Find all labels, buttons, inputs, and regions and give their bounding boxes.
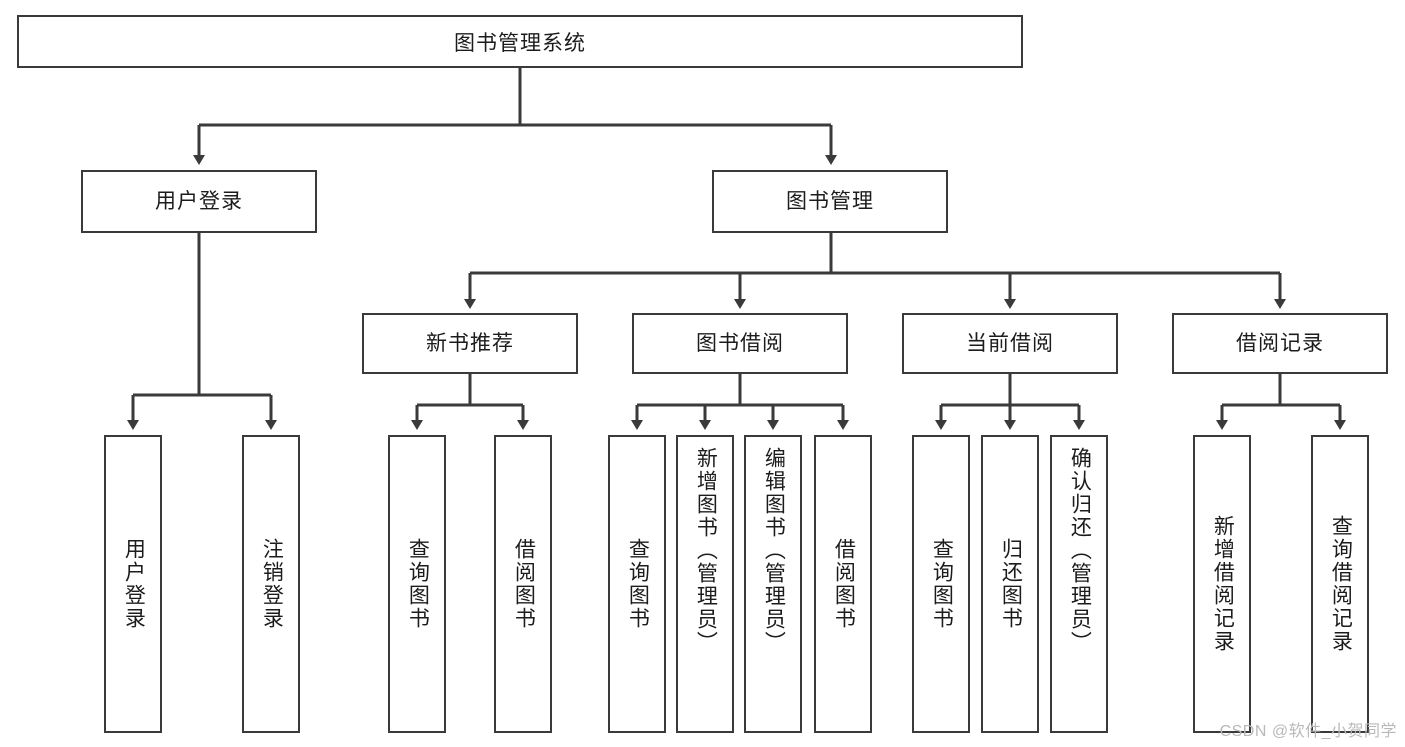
leaf-label: 新增借阅记录 [1211, 515, 1235, 653]
leaf-label: 查询图书 [626, 538, 650, 630]
leaf-label: 借阅图书 [512, 538, 536, 630]
node-user-login[interactable]: 用户登录 [81, 170, 317, 233]
leaf-label: 新增图书（管理员） [694, 447, 718, 654]
leaf-book-borrow-borrow-book[interactable]: 借阅图书 [814, 435, 872, 733]
leaf-borrow-record-add-record[interactable]: 新增借阅记录 [1193, 435, 1251, 733]
leaf-label: 查询图书 [406, 538, 430, 630]
leaf-label: 查询图书 [930, 538, 954, 630]
leaf-label: 查询借阅记录 [1329, 515, 1353, 653]
node-user-login-label: 用户登录 [155, 189, 243, 213]
leaf-label: 编辑图书（管理员） [762, 447, 786, 654]
leaf-book-borrow-add-book-admin[interactable]: 新增图书（管理员） [676, 435, 734, 733]
node-book-borrow[interactable]: 图书借阅 [632, 313, 848, 374]
node-book-management-label: 图书管理 [786, 189, 874, 213]
node-new-book-recommend-label: 新书推荐 [426, 331, 514, 355]
node-borrow-record[interactable]: 借阅记录 [1172, 313, 1388, 374]
leaf-label: 确认归还（管理员） [1068, 447, 1092, 654]
leaf-current-borrow-confirm-return-admin[interactable]: 确认归还（管理员） [1050, 435, 1108, 733]
node-new-book-recommend[interactable]: 新书推荐 [362, 313, 578, 374]
node-current-borrow-label: 当前借阅 [966, 331, 1054, 355]
leaf-new-book-query-book[interactable]: 查询图书 [388, 435, 446, 733]
leaf-book-borrow-query-book[interactable]: 查询图书 [608, 435, 666, 733]
leaf-label: 归还图书 [999, 538, 1023, 630]
leaf-current-borrow-return-book[interactable]: 归还图书 [981, 435, 1039, 733]
leaf-user-login-login[interactable]: 用户登录 [104, 435, 162, 733]
leaf-label: 注销登录 [260, 538, 284, 630]
node-borrow-record-label: 借阅记录 [1236, 331, 1324, 355]
node-book-management[interactable]: 图书管理 [712, 170, 948, 233]
node-root-book-management-system[interactable]: 图书管理系统 [17, 15, 1023, 68]
leaf-label: 用户登录 [122, 538, 146, 630]
leaf-label: 借阅图书 [832, 538, 856, 630]
leaf-user-login-logout[interactable]: 注销登录 [242, 435, 300, 733]
node-book-borrow-label: 图书借阅 [696, 331, 784, 355]
node-current-borrow[interactable]: 当前借阅 [902, 313, 1118, 374]
leaf-current-borrow-query-book[interactable]: 查询图书 [912, 435, 970, 733]
node-root-label: 图书管理系统 [454, 31, 586, 55]
leaf-borrow-record-query-record[interactable]: 查询借阅记录 [1311, 435, 1369, 733]
leaf-new-book-borrow-book[interactable]: 借阅图书 [494, 435, 552, 733]
leaf-book-borrow-edit-book-admin[interactable]: 编辑图书（管理员） [744, 435, 802, 733]
